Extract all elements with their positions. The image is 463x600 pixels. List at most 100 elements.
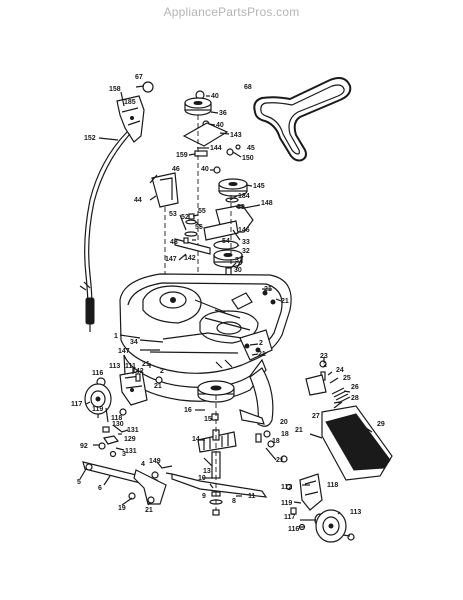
label-1: 1: [114, 333, 118, 340]
label-54: 54: [222, 238, 230, 245]
label-116-left: 116: [92, 370, 103, 377]
label-46: 46: [172, 166, 180, 173]
label-10: 10: [198, 475, 206, 482]
label-158: 158: [109, 86, 121, 93]
label-55-a: 55: [198, 208, 206, 215]
label-53: 53: [169, 211, 177, 218]
label-148: 148: [261, 200, 273, 207]
right-side-arm: [239, 367, 288, 463]
label-9: 9: [202, 493, 206, 500]
label-68: 68: [244, 84, 252, 91]
label-184: 184: [238, 193, 250, 200]
label-21-f: 21: [145, 507, 153, 514]
label-25: 26: [351, 384, 359, 391]
label-40-low: 40: [201, 166, 209, 173]
label-6: 6: [98, 485, 102, 492]
label-145: 145: [253, 183, 265, 190]
left-gauge-wheel: [84, 368, 163, 416]
label-32: 32: [242, 248, 250, 255]
label-23: 24: [336, 367, 344, 374]
label-2-c: 112: [281, 484, 292, 491]
label-3: 3: [122, 451, 126, 458]
label-149: 149: [149, 458, 161, 465]
label-45: 45: [247, 145, 255, 152]
label-40-top: 40: [211, 93, 219, 100]
part-labels: 67 158 185 152 68 40 36 40 143 144 159 4…: [71, 74, 385, 533]
label-2-a: 2: [259, 340, 263, 347]
v-belt: [253, 77, 352, 162]
pulley-stack-right: [203, 178, 261, 300]
label-67: 67: [135, 74, 143, 81]
spindle-blade-assembly: [165, 380, 268, 516]
label-21-b: 21: [281, 298, 289, 305]
label-118-right: 119: [281, 500, 292, 507]
label-152: 152: [84, 135, 96, 142]
label-113-left: 113: [109, 363, 120, 370]
label-21-g: 21: [276, 457, 284, 464]
label-142-top: 142: [184, 255, 196, 262]
label-118-left: 118: [111, 415, 122, 422]
engage-cable-assembly: [79, 81, 154, 332]
label-131-a: 131: [127, 427, 139, 434]
label-13: 13: [203, 468, 211, 475]
label-59: 59: [237, 204, 245, 211]
label-21-d: 21: [258, 351, 266, 358]
label-147-top: 147: [165, 256, 177, 263]
label-159: 159: [176, 152, 188, 159]
label-30: 30: [234, 267, 242, 274]
label-33: 33: [242, 239, 250, 246]
label-40-mid: 40: [216, 122, 224, 129]
label-27: 29: [377, 421, 385, 428]
label-129: 129: [124, 436, 136, 443]
label-19: 19: [118, 505, 126, 512]
front-link-assembly: [82, 407, 173, 505]
label-11: 11: [248, 493, 256, 500]
label-2-b: 2: [160, 368, 164, 375]
label-130: 130: [112, 421, 124, 428]
label-147-low: 147: [118, 348, 130, 355]
label-21-a: 21: [264, 286, 272, 293]
label-8: 8: [232, 498, 236, 505]
watermark-text: AppliancePartsPros.com: [163, 5, 300, 19]
label-21-c: 21: [142, 361, 150, 368]
label-16: 16: [184, 407, 192, 414]
label-48: 48: [170, 239, 178, 246]
label-55-b: 55: [195, 224, 203, 231]
label-18-a: 18: [281, 431, 289, 438]
label-21-e: 21: [154, 383, 162, 390]
leader-lines: [79, 85, 373, 537]
label-131-b: 131: [125, 448, 137, 455]
label-31: 31: [235, 257, 243, 264]
label-36: 36: [219, 110, 227, 117]
label-144: 144: [210, 145, 222, 152]
label-146: 146: [238, 227, 250, 234]
label-111: 111: [125, 363, 136, 370]
label-14: 14: [192, 436, 200, 443]
right-gauge-wheel: [285, 473, 355, 543]
label-113-right: 116: [288, 526, 299, 533]
label-28: 27: [312, 413, 320, 420]
idler-arm: [174, 213, 211, 255]
label-185: 185: [124, 99, 136, 106]
label-44: 44: [134, 197, 142, 204]
label-5: 5: [77, 479, 81, 486]
label-21-h: 23: [320, 353, 328, 360]
belt-guide-bracket: [151, 172, 179, 300]
discharge-deflector: [305, 360, 393, 481]
label-21-i: 2: [323, 362, 327, 369]
label-4: 4: [141, 461, 145, 468]
label-117-left: 117: [71, 401, 82, 408]
label-29: 21: [295, 427, 303, 434]
label-20: 20: [280, 419, 288, 426]
label-119-right: 117: [284, 514, 295, 521]
label-34: 34: [130, 339, 138, 346]
label-142-low: 142: [132, 368, 144, 375]
label-52: 52: [181, 214, 189, 221]
label-143: 143: [230, 132, 242, 139]
label-26: 28: [351, 395, 359, 402]
label-15: 15: [204, 416, 212, 423]
label-92: 92: [80, 443, 88, 450]
label-18-b: 18: [272, 438, 280, 445]
pulley-stack-upper: [182, 90, 241, 300]
